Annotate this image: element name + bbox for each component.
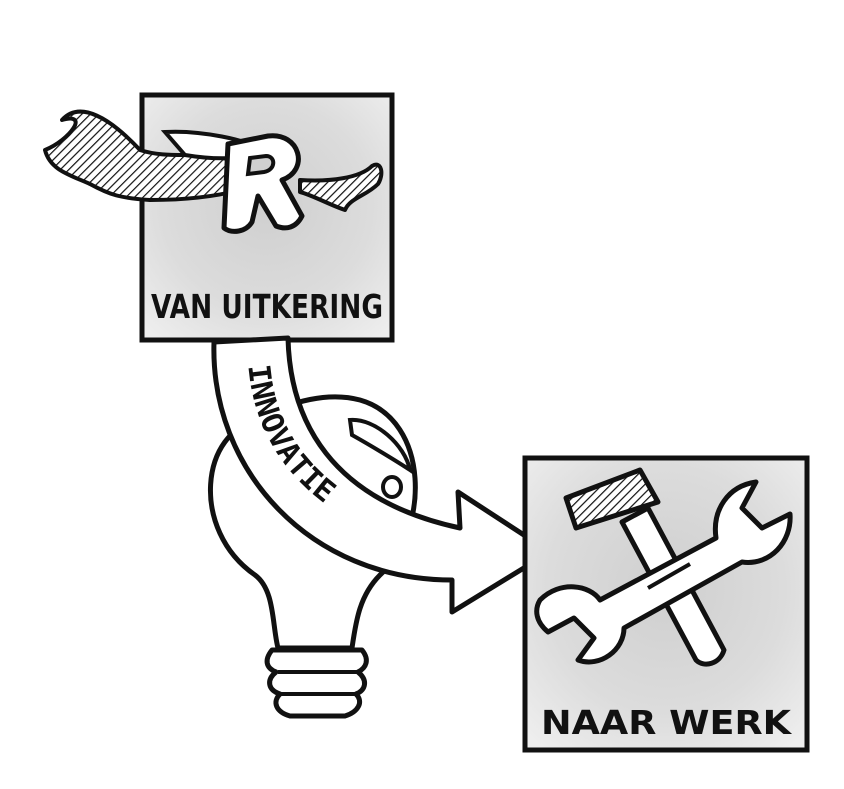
bulb-base: [264, 647, 369, 719]
flying-letter-r-icon: [43, 109, 384, 234]
box-van-uitkering: VAN UITKERING: [43, 92, 395, 343]
hammer-and-wrench-icon: [534, 467, 793, 667]
box-naar-werk: NAAR WERK: [522, 455, 810, 753]
box-from-label: VAN UITKERING: [151, 287, 383, 326]
box-to-label: NAAR WERK: [541, 703, 793, 742]
